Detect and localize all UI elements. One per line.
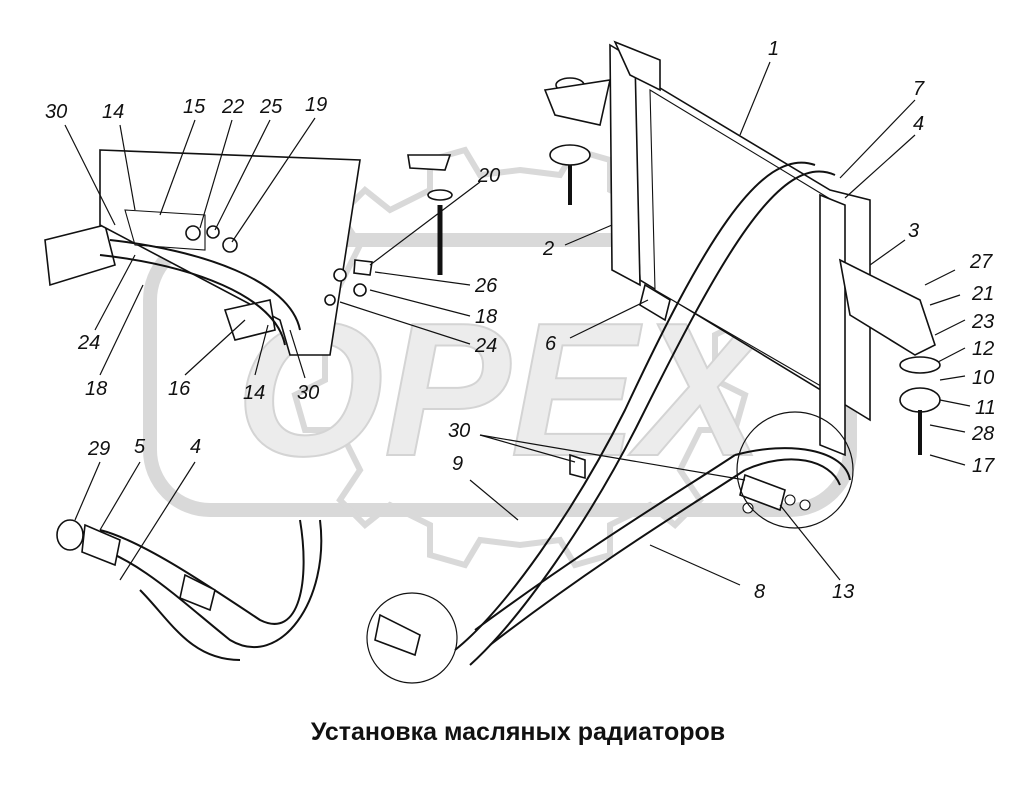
- callout-9: 9: [452, 453, 463, 475]
- callout-13: 13: [832, 581, 854, 603]
- callout-24-right: 24: [474, 335, 497, 357]
- callout-4: 4: [913, 113, 924, 135]
- detail-circle-right: [736, 411, 854, 529]
- callout-7: 7: [913, 78, 925, 100]
- leader-lines: [64, 61, 971, 586]
- left-bracket-assembly: [44, 149, 373, 356]
- callout-21: 21: [971, 283, 994, 305]
- callout-14-bottom: 14: [243, 382, 265, 404]
- callout-30-top: 30: [45, 101, 67, 123]
- callout-10: 10: [972, 367, 994, 389]
- callout-6: 6: [545, 333, 557, 355]
- fittings: [56, 283, 811, 657]
- callout-18-right: 18: [475, 306, 497, 328]
- callout-30-bottom: 30: [297, 382, 319, 404]
- callout-labels: 1 7 4 3 27 21 23 12 10 11 28 17 2 6 30 9…: [45, 38, 996, 603]
- diagram-caption: Установка масляных радиаторов: [310, 718, 726, 746]
- callout-20: 20: [477, 165, 500, 187]
- callout-15: 15: [183, 96, 206, 118]
- callout-24-left: 24: [77, 332, 100, 354]
- callout-8: 8: [754, 581, 765, 603]
- callout-27: 27: [969, 251, 993, 273]
- callout-4-left: 4: [190, 436, 201, 458]
- callout-19: 19: [305, 94, 327, 116]
- hoses: [89, 161, 851, 666]
- detail-circle-lower: [366, 592, 458, 684]
- callout-25: 25: [259, 96, 283, 118]
- radiator-assembly: [407, 40, 941, 457]
- callout-2: 2: [542, 238, 554, 260]
- callout-1: 1: [768, 38, 779, 60]
- callout-11: 11: [975, 397, 996, 419]
- callout-12: 12: [972, 338, 994, 360]
- callout-30-center: 30: [448, 420, 470, 442]
- callout-5: 5: [134, 436, 146, 458]
- callout-18-left: 18: [85, 378, 107, 400]
- callout-14-top: 14: [102, 101, 124, 123]
- callout-23: 23: [971, 311, 994, 333]
- callout-28: 28: [971, 423, 994, 445]
- callout-26: 26: [474, 275, 498, 297]
- callout-3: 3: [908, 220, 919, 242]
- callout-16: 16: [168, 378, 191, 400]
- callout-17: 17: [972, 455, 995, 477]
- callout-29: 29: [87, 438, 110, 460]
- callout-22: 22: [221, 96, 244, 118]
